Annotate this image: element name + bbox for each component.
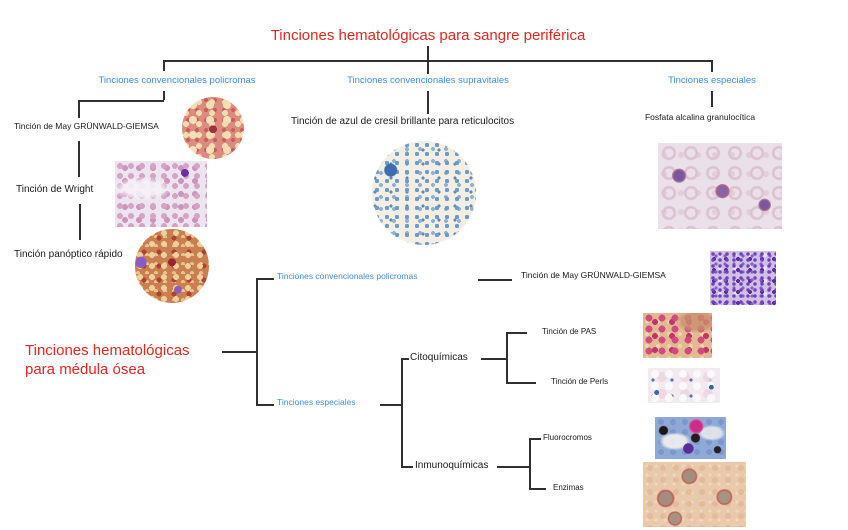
connector-line xyxy=(401,466,413,468)
connector-line xyxy=(78,141,80,177)
connector-line xyxy=(78,100,164,102)
connector-line xyxy=(256,404,274,406)
enzimas-micrograph xyxy=(643,462,746,527)
marrow-especiales-label: Tinciones especiales xyxy=(277,397,356,407)
panoptico-rapido-label: Tinción panóptico rápido xyxy=(14,249,123,260)
connector-line xyxy=(401,358,403,466)
connector-line xyxy=(481,358,506,360)
connector-line xyxy=(78,100,80,118)
may-grunwald-label: Tinción de May GRÜNWALD-GIEMSA xyxy=(14,121,159,131)
branch-especiales-label: Tinciones especiales xyxy=(668,75,756,86)
connector-line xyxy=(222,351,256,353)
peripheral-tree-title: Tinciones hematológicas para sangre peri… xyxy=(270,27,586,44)
fluorocromos-label: Fluorocromos xyxy=(543,433,592,442)
panoptico-rapido-micrograph xyxy=(135,229,209,303)
connector-line xyxy=(529,438,541,440)
connector-line xyxy=(529,438,531,488)
connector-line xyxy=(256,278,258,405)
perls-micrograph xyxy=(648,368,720,403)
may-grunwald-giemsa-micrograph xyxy=(182,97,244,159)
marrow-policromas-label: Tinciones convencionales policromas xyxy=(277,271,418,281)
fluorocromos-micrograph xyxy=(655,417,726,459)
marrow-may-grunwald-label: Tinción de May GRÜNWALD-GIEMSA xyxy=(521,270,666,280)
pas-micrograph xyxy=(643,313,712,358)
may-grunwald-medula-micrograph xyxy=(710,251,776,305)
branch-policromas-label: Tinciones convencionales policromas xyxy=(98,75,256,86)
connector-line xyxy=(401,358,409,360)
cresil-brillante-label: Tinción de azul de cresil brillante para… xyxy=(291,116,515,127)
connector-line xyxy=(163,60,713,62)
fosfatasa-alcalina-micrograph xyxy=(658,143,782,229)
perls-label: Tinción de Perls xyxy=(551,377,609,386)
connector-line xyxy=(711,91,713,107)
connector-line xyxy=(427,91,429,114)
fosfatasa-alcalina-label: Fosfata alcalina granulocítica xyxy=(644,112,756,122)
marrow-title-line2: para médula ósea xyxy=(25,361,146,378)
branch-supravitales-label: Tinciones convencionales supravitales xyxy=(347,75,509,86)
wright-label: Tinción de Wright xyxy=(16,184,94,195)
wright-micrograph xyxy=(115,161,207,227)
connector-line xyxy=(506,332,527,334)
cresil-brillante-reticulocitos-micrograph xyxy=(372,141,476,245)
connector-line xyxy=(380,404,401,406)
connector-line xyxy=(506,332,508,383)
connector-line xyxy=(163,91,165,100)
connector-line xyxy=(497,466,529,468)
connector-line xyxy=(711,60,713,72)
citoquimicas-label: Citoquímicas xyxy=(410,352,468,363)
marrow-title-line1: Tinciones hematológicas xyxy=(25,342,190,359)
enzimas-label: Enzimas xyxy=(553,483,584,492)
pas-label: Tinción de PAS xyxy=(542,327,597,336)
marrow-tree-title: Tinciones hematológicas para médula ósea xyxy=(25,341,190,379)
connector-line xyxy=(529,488,546,490)
inmunoquimicas-label: Inmunoquímicas xyxy=(415,460,489,471)
connector-line xyxy=(478,279,512,281)
connector-line xyxy=(256,278,274,280)
connector-line xyxy=(427,46,429,60)
connector-line xyxy=(506,382,536,384)
connector-line xyxy=(427,60,429,74)
connector-line xyxy=(79,204,81,240)
connector-line xyxy=(163,60,165,71)
